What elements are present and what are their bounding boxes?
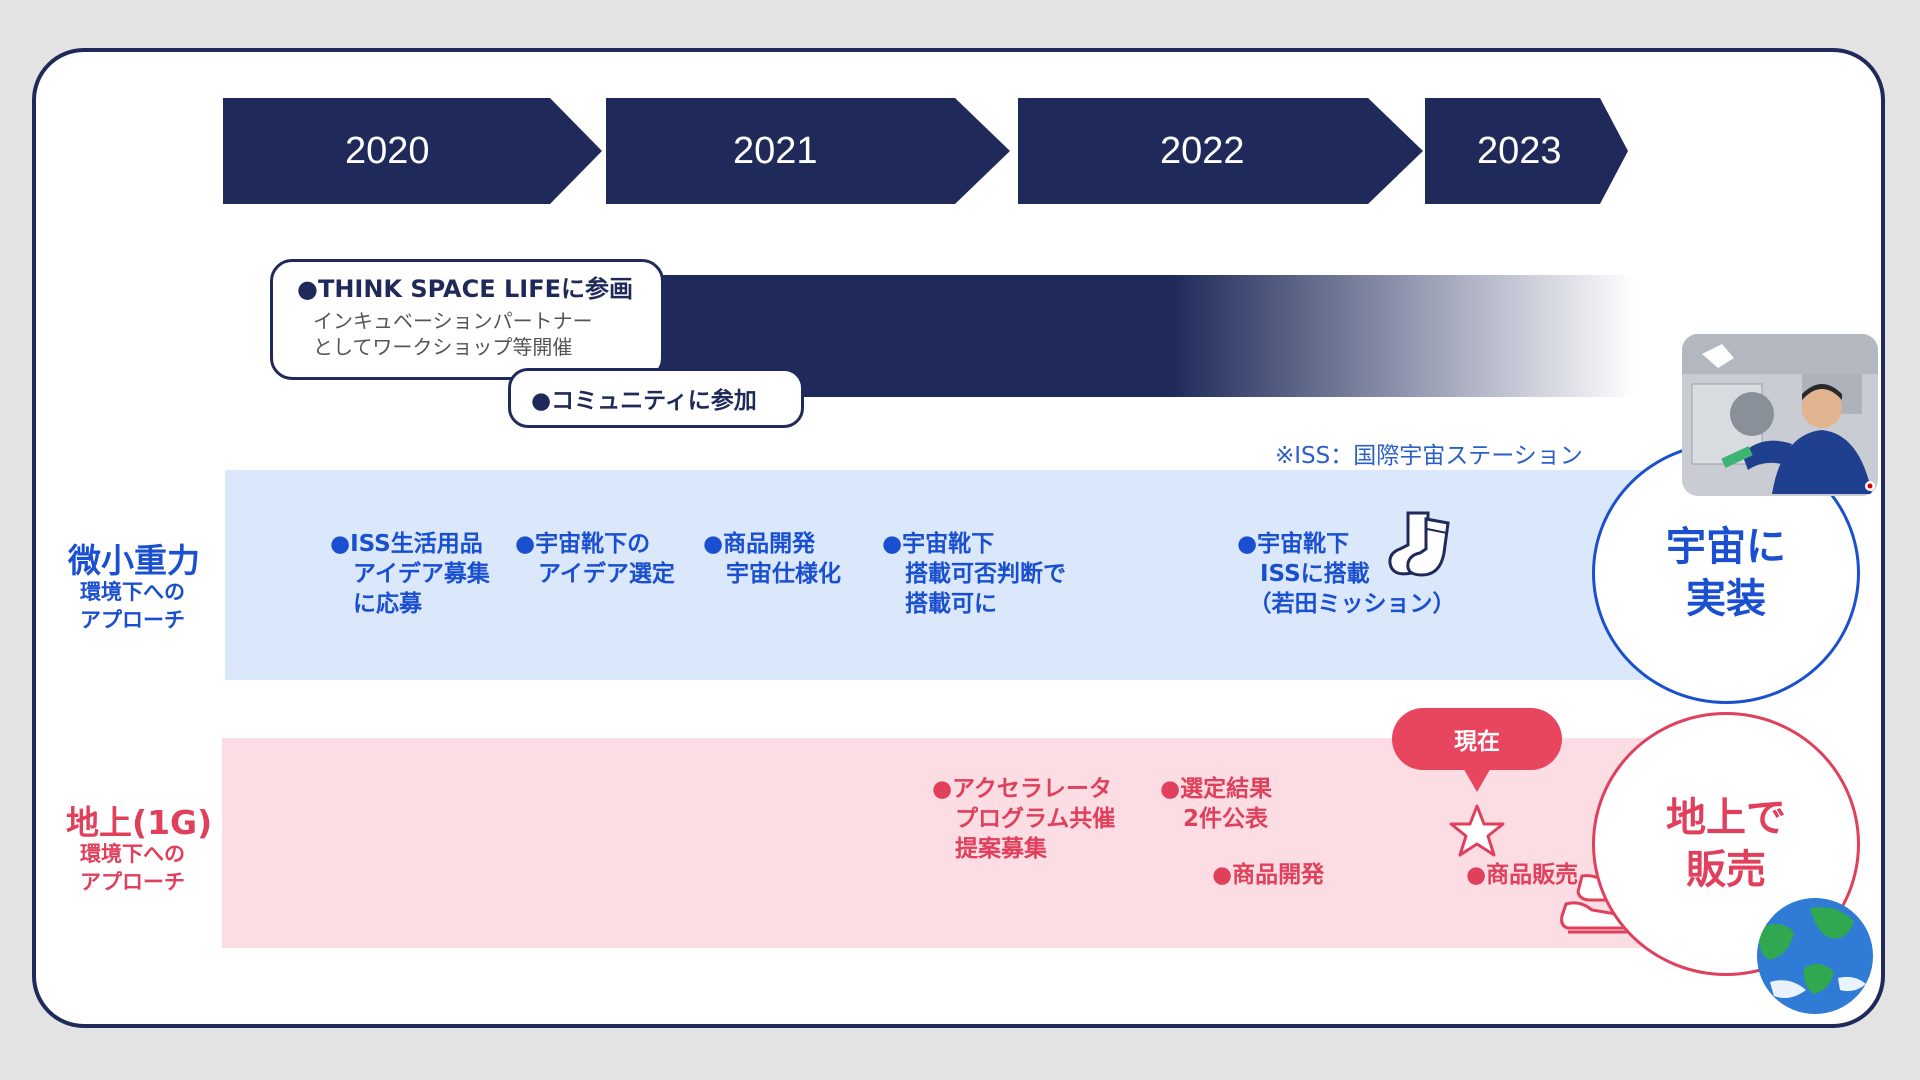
year-label-2022: 2022 [1160, 130, 1245, 172]
mg-item-5: ●宇宙靴下 ISSに搭載 （若田ミッション） [1237, 531, 1456, 617]
now-badge: 現在 [1392, 708, 1562, 770]
community-milestone: ●コミュニティに参加 [508, 368, 804, 428]
year-label-2023: 2023 [1477, 130, 1562, 172]
ground-title: 地上(1G) [66, 803, 213, 842]
year-arrow-2021 [606, 98, 1010, 204]
mg-item-2: ●宇宙靴下の アイデア選定 [515, 531, 675, 587]
iss-note: ※ISS：国際宇宙ステーション [1275, 443, 1583, 469]
mg-item-4: ●宇宙靴下 搭載可否判断で 搭載可に [882, 531, 1066, 617]
community-label: ●コミュニティに参加 [531, 388, 757, 414]
microgravity-title: 微小重力 [68, 541, 200, 580]
think-space-milestone: ●THINK SPACE LIFEに参画 インキュベーションパートナー としてワ… [270, 259, 664, 380]
community-period-bar [650, 275, 1635, 397]
mg-item-3: ●商品開発 宇宙仕様化 [703, 531, 841, 587]
now-pointer [1462, 766, 1492, 792]
astronaut-photo [1682, 334, 1878, 496]
star-icon [1449, 804, 1505, 857]
year-label-2021: 2021 [733, 130, 818, 172]
gr-item-2: ●選定結果 2件公表 [1160, 776, 1273, 832]
socks-icon [1388, 511, 1450, 577]
year-arrow-2020 [223, 98, 602, 204]
think-space-desc-1: インキュベーションパートナー [313, 309, 593, 333]
mg-item-1: ●ISS生活用品 アイデア募集 に応募 [330, 531, 490, 617]
gr-item-3: ●商品開発 [1212, 862, 1325, 888]
year-arrow-2022 [1018, 98, 1423, 204]
gr-item-1: ●アクセラレータ プログラム共催 提案募集 [932, 776, 1116, 862]
year-arrow-2023 [1425, 98, 1628, 204]
now-label: 現在 [1454, 729, 1500, 755]
ground-subtitle: 環境下への アプローチ [80, 842, 185, 894]
microgravity-subtitle: 環境下への アプローチ [80, 580, 185, 632]
ground-lane [222, 738, 1655, 948]
year-arrows [223, 98, 1628, 204]
think-space-title: ●THINK SPACE LIFEに参画 [297, 275, 633, 303]
year-label-2020: 2020 [345, 130, 430, 172]
earth-icon [1757, 898, 1873, 1014]
gr-item-4: ●商品販売 [1466, 862, 1579, 888]
think-space-desc-2: としてワークショップ等開催 [313, 335, 573, 359]
